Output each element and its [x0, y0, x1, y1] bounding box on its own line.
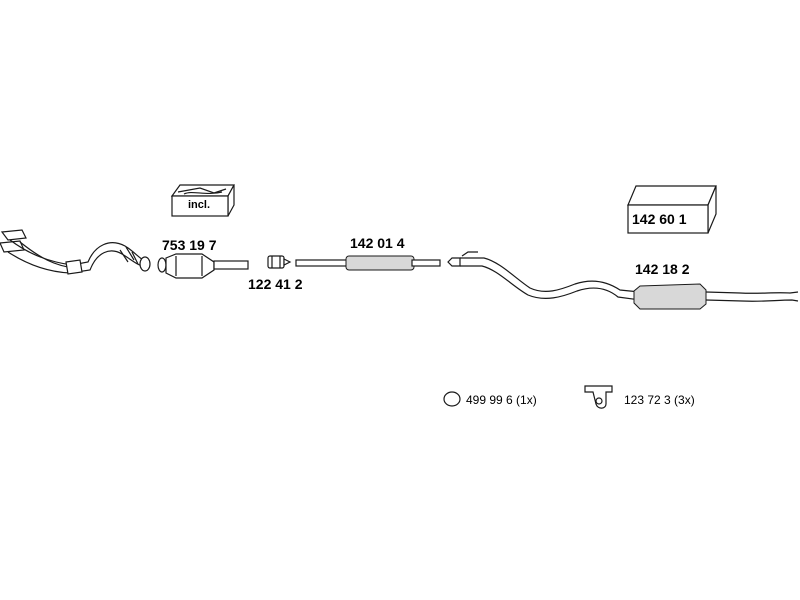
- clamp-label: 122 41 2: [248, 276, 303, 292]
- catalytic-converter: [157, 253, 249, 279]
- downpipe-kit-box: [170, 184, 236, 217]
- middle-silencer: [295, 255, 441, 271]
- ring-icon: [443, 391, 461, 407]
- rear-pipe: [447, 251, 641, 301]
- clamp: [267, 255, 292, 269]
- rear-silencer: [633, 283, 799, 310]
- hanger-icon: [584, 385, 613, 409]
- downpipe-kit-badge: incl.: [188, 199, 211, 211]
- mounting-kit-box: [627, 185, 717, 234]
- catalytic-converter-label: 753 19 7: [162, 237, 217, 253]
- front-downpipe: [0, 229, 151, 275]
- rear-silencer-label: 142 18 2: [635, 261, 690, 277]
- mounting-kit-label: 142 60 1: [632, 211, 687, 227]
- hanger-accessory-label: 123 72 3 (3x): [624, 393, 695, 407]
- ring-accessory-label: 499 99 6 (1x): [466, 393, 537, 407]
- middle-silencer-label: 142 01 4: [350, 235, 405, 251]
